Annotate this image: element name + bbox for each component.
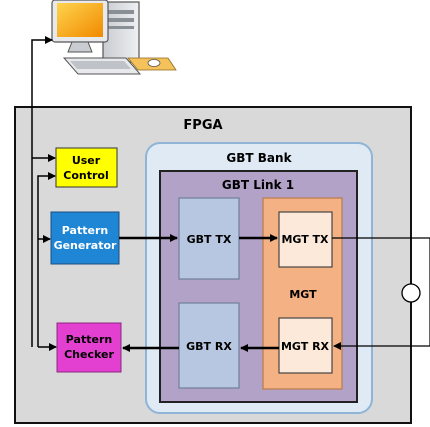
- pattern-generator-block: [50, 211, 120, 265]
- mgt-rx-block: [278, 317, 333, 374]
- pattern-checker-line2: Checker: [64, 348, 114, 361]
- gbt-bank-label: GBT Bank: [226, 151, 292, 165]
- pattern-generator-line1: Pattern: [62, 224, 108, 237]
- gbt-rx-block: [178, 302, 240, 389]
- pattern-checker-line1: Pattern: [66, 333, 112, 346]
- mgt-rx-label: MGT RX: [281, 340, 330, 353]
- gbt-tx-block: [178, 197, 240, 280]
- gbt-link-label: GBT Link 1: [222, 178, 294, 192]
- user-control-block: [55, 147, 118, 188]
- loopback-cable-return: [333, 238, 430, 350]
- gbt-tx-label: GBT TX: [187, 233, 232, 246]
- mgt-label: MGT: [289, 288, 317, 301]
- computer-icon: [51, 0, 177, 75]
- user-control-line2: Control: [63, 169, 108, 182]
- gbt-rx-label: GBT RX: [186, 340, 232, 353]
- computer-to-host-line: [31, 36, 53, 347]
- loopback-circle-icon: [401, 283, 421, 303]
- fpga-label: FPGA: [183, 118, 222, 133]
- pattern-generator-line2: Generator: [54, 239, 117, 252]
- pattern-checker-block: [56, 322, 122, 373]
- control-lines: [31, 36, 57, 351]
- user-control-feed-line: [37, 172, 56, 347]
- mgt-tx-label: MGT TX: [281, 233, 329, 246]
- user-control-line1: User: [72, 154, 101, 167]
- mgt-tx-block: [278, 211, 333, 268]
- data-path: [119, 234, 430, 352]
